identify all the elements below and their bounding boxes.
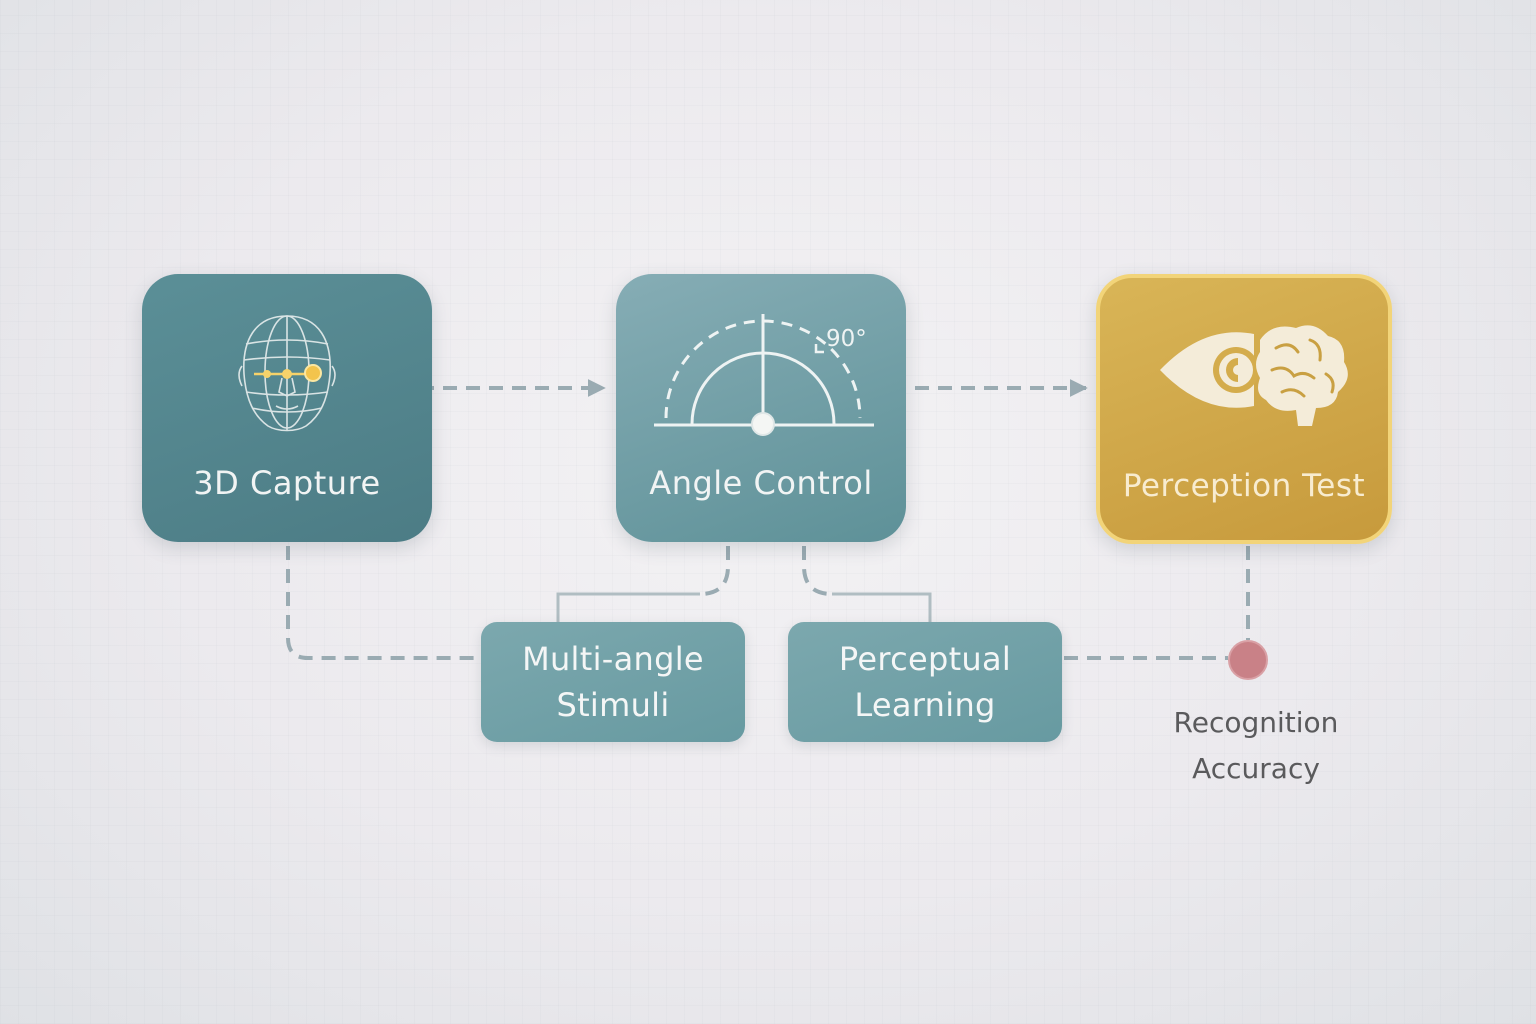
eye-brain-icon [1160,325,1348,426]
outcome-line1: Recognition [1173,706,1339,739]
outcome-dot [1228,640,1268,680]
angle-value-label: 90° [826,326,867,352]
subnode-stimuli-line1: Multi-angle [522,640,704,678]
node-label-perception: Perception Test [1122,468,1366,504]
outcome-recognition-accuracy: Recognition Accuracy [1146,700,1366,792]
subnode-stimuli-line2: Stimuli [556,686,670,724]
outcome-line2: Accuracy [1192,752,1320,785]
subnode-multi-angle-stimuli: Multi-angle Stimuli [481,622,745,742]
connector-angle-to-stimuli [699,546,730,596]
node-angle-control: 90° Angle Control [616,274,906,542]
connector-angle-to-learning [802,546,833,596]
bracket-stimuli [556,592,700,622]
face-wireframe-icon [238,315,336,432]
subnode-learning-line1: Perceptual [838,640,1012,678]
bracket-learning [832,592,932,622]
node-perception-test: Perception Test [1096,274,1392,544]
subnode-learning-line2: Learning [854,686,996,724]
connector-capture-to-stimuli [286,546,476,660]
node-label-angle: Angle Control [649,464,873,502]
protractor-icon [654,314,874,436]
subnode-perceptual-learning: Perceptual Learning [788,622,1062,742]
node-3d-capture: 3D Capture [142,274,432,542]
node-label-capture: 3D Capture [193,464,381,502]
